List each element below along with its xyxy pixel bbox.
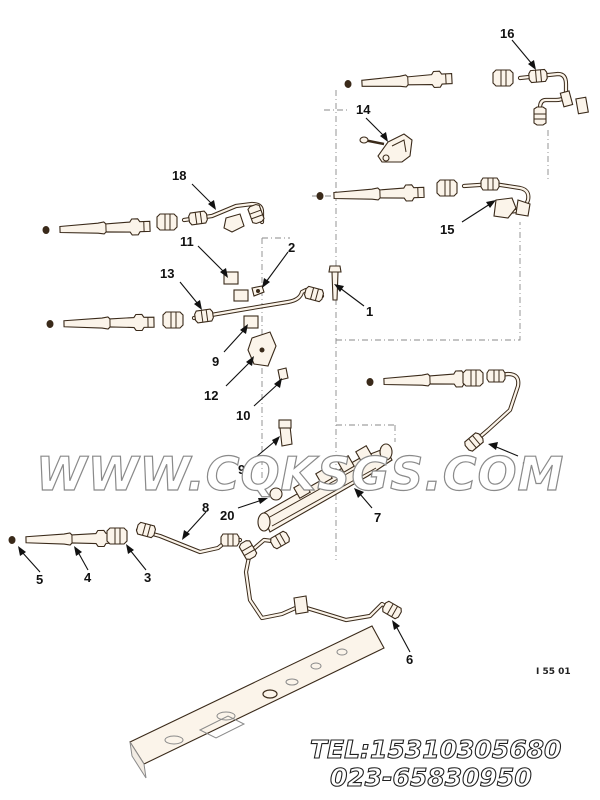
nut-bottom-left	[106, 527, 128, 545]
callout-20: 20	[220, 508, 234, 523]
nut-upper-right	[492, 69, 514, 87]
callout-1-right: 1	[522, 458, 529, 473]
watermark-site: WWW.CQKSGS.COM	[36, 447, 564, 501]
fuel-rail-7	[257, 443, 393, 533]
injector-row3	[42, 217, 151, 239]
callout-8: 8	[202, 500, 209, 515]
drawing-code: I 55 01	[536, 667, 571, 677]
callout-9-lower: 9	[238, 462, 245, 477]
nut-row3	[156, 213, 178, 231]
callout-numbers: 16 14 18 15 11 2 13 1 9 12 10 9 1 8 20 7…	[36, 26, 529, 667]
fuel-line-13	[191, 285, 325, 324]
callout-5: 5	[36, 572, 43, 587]
fuel-line-8	[135, 521, 243, 555]
injector-bottom-left	[8, 529, 117, 549]
callout-14: 14	[356, 102, 371, 117]
callout-3: 3	[144, 570, 151, 585]
nut-right-mid	[462, 369, 484, 387]
bracket-12	[247, 331, 277, 367]
nut-row2	[436, 179, 458, 197]
callout-18: 18	[172, 168, 186, 183]
clip-11	[223, 271, 249, 302]
fitting-9-lower	[278, 419, 293, 447]
injector-right-mid	[366, 369, 475, 391]
callout-12: 12	[204, 388, 218, 403]
callout-7: 7	[374, 510, 381, 525]
callout-16: 16	[500, 26, 514, 41]
fuel-line-1	[462, 369, 521, 453]
injector-row4	[46, 313, 155, 333]
clips-16	[559, 90, 589, 115]
bolt-10	[277, 367, 289, 381]
watermark-phone: TEL:15310305680	[310, 735, 561, 764]
bracket-14	[359, 133, 413, 163]
callout-10: 10	[236, 408, 250, 423]
injector-row2	[316, 183, 425, 205]
callout-11: 11	[180, 234, 194, 249]
return-line-6	[237, 529, 404, 623]
injector-upper-right	[344, 70, 453, 93]
watermark: WWW.CQKSGS.COM TEL:15310305680 023-65830…	[35, 446, 564, 792]
fuel-line-15	[461, 177, 531, 219]
callout-13: 13	[160, 266, 174, 281]
nut-row4	[162, 311, 184, 329]
bolt-2	[251, 285, 265, 297]
bolt-1-upper	[328, 265, 342, 301]
watermark-phone-2: 023-65830950	[330, 763, 532, 792]
callout-2: 2	[288, 240, 295, 255]
callout-4: 4	[84, 570, 92, 585]
callout-6: 6	[406, 652, 413, 667]
callout-9-upper: 9	[212, 354, 219, 369]
cylinder-head-plate	[129, 625, 385, 779]
fuel-line-16	[517, 68, 569, 126]
fuel-line-18	[181, 201, 266, 233]
callout-15: 15	[440, 222, 454, 237]
leader-lines	[18, 39, 536, 653]
callout-1-upper: 1	[366, 304, 373, 319]
